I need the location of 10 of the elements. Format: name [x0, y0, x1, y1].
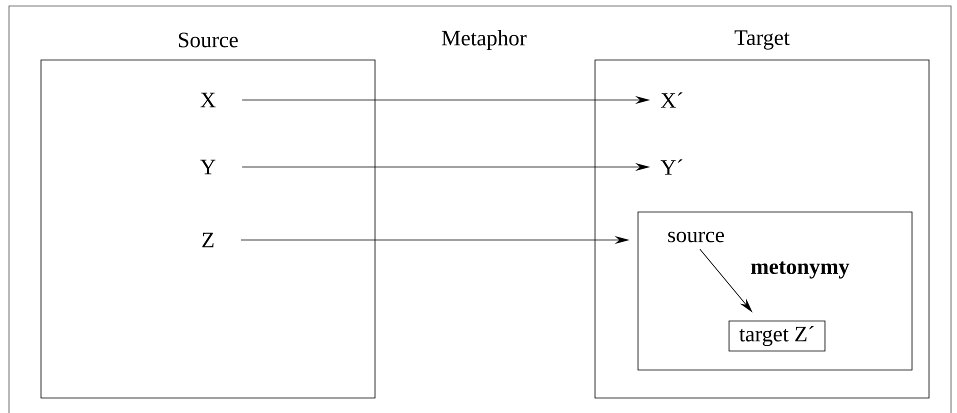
term-label: Z: [202, 232, 214, 248]
node-label: Target: [734, 30, 790, 50]
term-label: X´: [660, 92, 682, 108]
term-label: source: [668, 232, 724, 242]
term-label: Y´: [660, 159, 682, 175]
node-label: Source: [178, 32, 238, 48]
heading: Metaphor: [442, 30, 527, 50]
term-label: X: [200, 92, 216, 108]
term-label: Y: [200, 160, 216, 174]
term-box: target Z´: [728, 320, 826, 352]
